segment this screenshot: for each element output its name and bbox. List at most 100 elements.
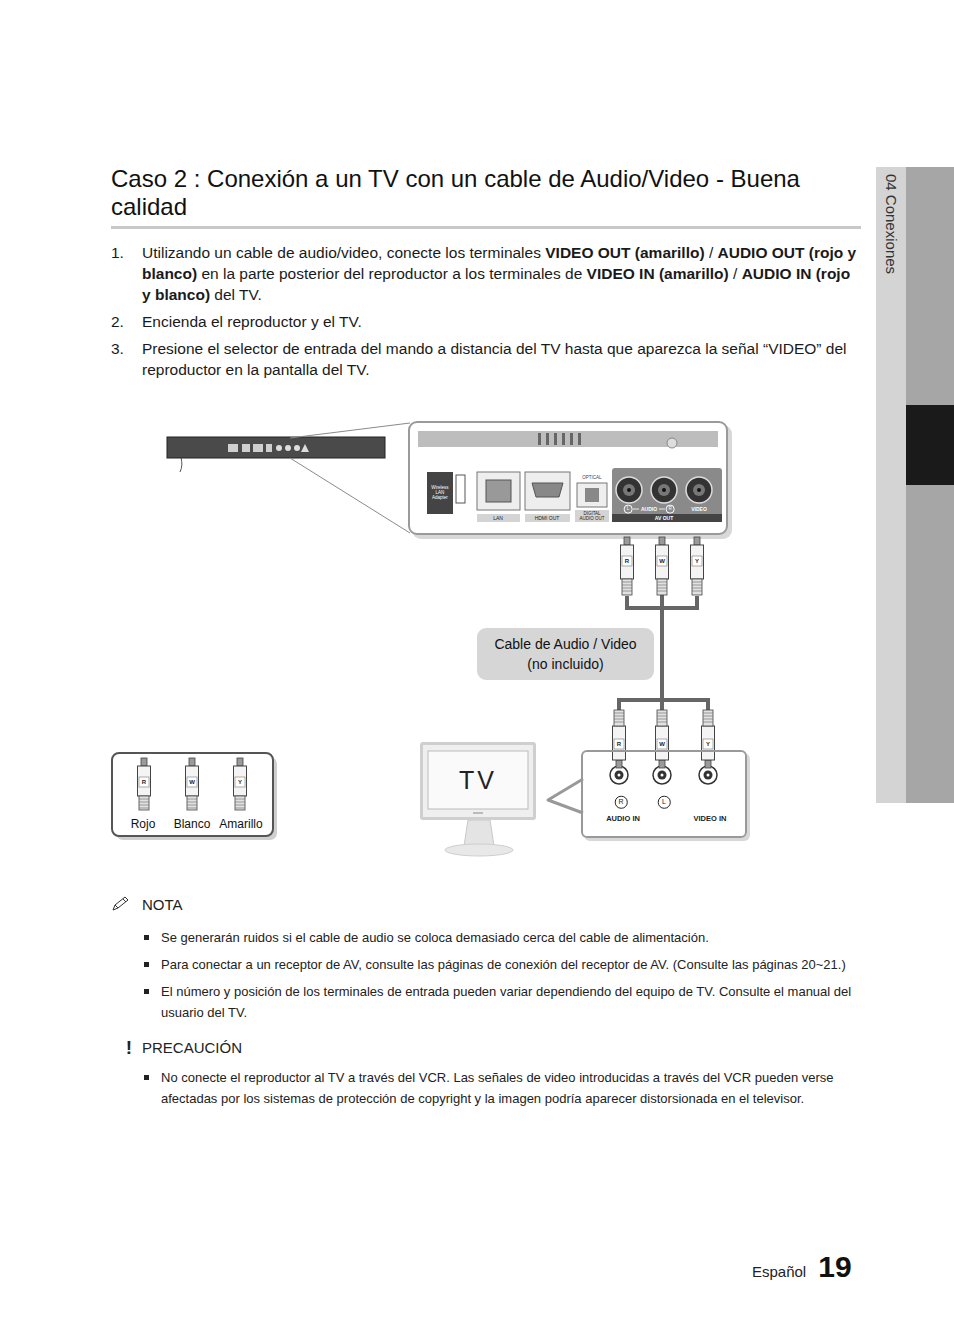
- plug-relief: [187, 796, 197, 810]
- rca-plug: [656, 710, 669, 768]
- plug-rib: [703, 722, 713, 723]
- plug-relief: [235, 796, 245, 810]
- lan-socket: [486, 480, 511, 502]
- input-jack-pin: [618, 774, 621, 777]
- player-back-panel: Wireless LAN AdapterLANHDMI OUTOPTICALDI…: [408, 421, 728, 535]
- tv-label: TV: [459, 766, 497, 795]
- screw: [667, 438, 677, 448]
- step-text: Encienda el reproductor y el TV.: [142, 311, 863, 332]
- port-label: AUDIO: [641, 506, 657, 512]
- plug-window: [187, 777, 197, 787]
- label-bar: [612, 514, 722, 522]
- plug-rib: [657, 591, 667, 592]
- plug-letter: W: [189, 779, 195, 785]
- tv-input-panel: RLAUDIO INVIDEO IN: [581, 750, 747, 838]
- side-tab-band: [906, 167, 954, 803]
- caution-heading: !PRECAUCIÓN: [111, 1036, 863, 1058]
- step-text: del TV.: [214, 286, 261, 303]
- note-text: Se generarán ruidos si el cable de audio…: [161, 930, 709, 945]
- plug-letter: W: [659, 741, 665, 747]
- step-text: Presione el selector de entrada del mand…: [142, 338, 863, 380]
- plug-body: [234, 766, 247, 796]
- plug-letter: R: [617, 741, 621, 747]
- cable-label-box: Cable de Audio / Video (no incluido): [477, 628, 654, 680]
- plug-rib: [703, 719, 713, 720]
- step-text: Presione el selector de entrada del mand…: [142, 340, 847, 378]
- plug-rib: [187, 799, 197, 800]
- note-heading: NOTA: [111, 893, 863, 915]
- legend-box: [112, 753, 273, 836]
- tv-set: TV: [420, 742, 536, 820]
- note-bullet: Se generarán ruidos si el cable de audio…: [111, 927, 863, 948]
- step-number: 3.: [111, 338, 142, 380]
- title-rule: [111, 226, 861, 229]
- plug-rib: [235, 808, 245, 809]
- zoom-line: [290, 458, 410, 533]
- plug-letter: Y: [695, 558, 699, 564]
- vent-slot: [562, 433, 565, 445]
- plug-tip: [141, 758, 147, 766]
- step-number: 1.: [111, 244, 124, 261]
- player-port: [228, 444, 238, 452]
- player-port: [242, 444, 250, 452]
- legend-text: Amarillo: [219, 817, 262, 831]
- plug-relief: [657, 579, 667, 595]
- input-jack-core: [615, 771, 624, 780]
- input-jack: [653, 766, 671, 784]
- plug-tip: [659, 537, 665, 545]
- player-port: [266, 444, 272, 452]
- step-row: 1.Utilizando un cable de audio/video, co…: [111, 242, 863, 305]
- plug-rib: [139, 802, 149, 803]
- caution-icon: !: [111, 1037, 142, 1058]
- step-number: 2.: [111, 311, 142, 332]
- plug-tip: [659, 760, 665, 768]
- usb-port: [456, 475, 465, 503]
- plug-window: [622, 556, 632, 566]
- port-label: AV OUT: [655, 515, 674, 521]
- plug-relief: [692, 579, 702, 595]
- side-tab-band: [876, 167, 906, 803]
- plug-rib: [657, 582, 667, 583]
- plug-rib: [235, 799, 245, 800]
- title-block: Caso 2 : Conexión a un TV con un cable d…: [111, 165, 863, 221]
- plug-body: [186, 766, 199, 796]
- plug-tip: [624, 537, 630, 545]
- page-title: Caso 2 : Conexión a un TV con un cable d…: [111, 165, 800, 220]
- note-text: El número y posición de los terminales d…: [161, 984, 851, 1020]
- plug-rib: [692, 591, 702, 592]
- port-label: VIDEO: [691, 506, 707, 512]
- av-jack-pin: [627, 488, 631, 492]
- plug-relief: [139, 796, 149, 810]
- section-tab-label: 04 Conexiones: [883, 174, 900, 274]
- plug-body: [613, 726, 626, 760]
- lan-port: [477, 472, 520, 510]
- plug-rib: [703, 713, 713, 714]
- rca-plug: [621, 537, 634, 595]
- zoom-line: [290, 423, 410, 438]
- cable-label: Cable de Audio / Video (no incluido): [485, 634, 646, 674]
- input-jack-pin: [707, 774, 710, 777]
- plug-rib: [139, 799, 149, 800]
- tv-screen: [428, 751, 528, 809]
- caution-bullet: No conecte el reproductor al TV a través…: [111, 1067, 863, 1109]
- plug-body: [656, 545, 669, 579]
- plug-rib: [657, 719, 667, 720]
- caution-heading: PRECAUCIÓN: [142, 1037, 242, 1058]
- plug-window: [703, 739, 713, 749]
- plug-relief: [703, 710, 713, 726]
- panel-strip: [418, 431, 718, 447]
- rca-plug: [656, 537, 669, 595]
- step-text: en la parte posterior del reproductor a …: [201, 265, 582, 282]
- plug-body: [138, 766, 151, 796]
- plug-window: [657, 739, 667, 749]
- circled-letter: L: [658, 796, 671, 809]
- rca-plug: [186, 758, 199, 810]
- side-tab-marker: [906, 405, 954, 485]
- page-number: 19: [818, 1250, 851, 1284]
- plug-rib: [187, 805, 197, 806]
- optical-socket: [585, 488, 599, 502]
- step-text: Encienda el reproductor y el TV.: [142, 313, 362, 330]
- plug-rib: [235, 802, 245, 803]
- pencil-outline: [113, 897, 128, 910]
- input-jack-core: [658, 771, 667, 780]
